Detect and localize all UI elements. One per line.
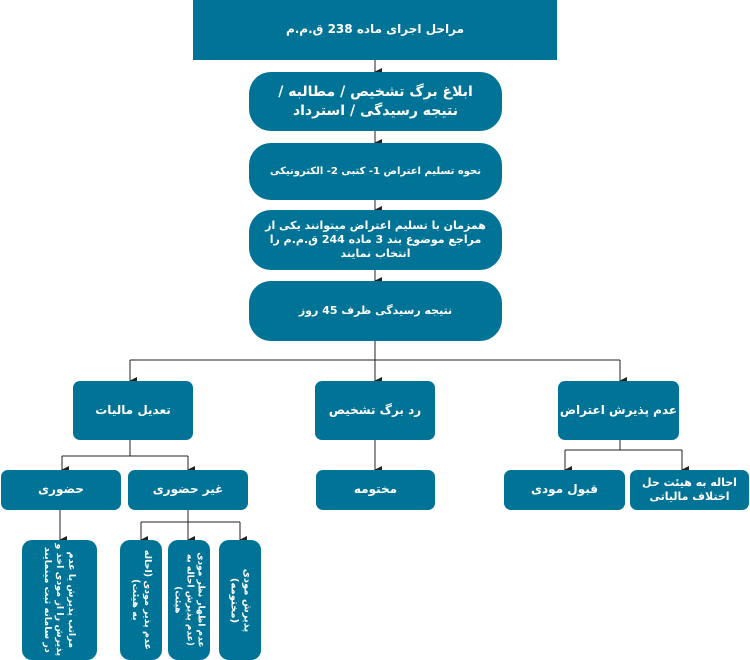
node-closed-text: مختومه <box>353 482 398 497</box>
title-text: مراحل اجرای ماده 238 ق.م.م <box>285 22 465 37</box>
step-review-result-text: نتیجه رسیدگی ظرف 45 روز <box>298 303 453 317</box>
node-not-in-person-text: غیر حضوری <box>152 482 224 497</box>
node-refer-to-board-text: احاله به هیئت حل اختلاف مالیاتی <box>642 475 737 503</box>
branch-tax-adjustment-text: تعدیل مالیات <box>95 402 171 417</box>
step-review-result: نتیجه رسیدگی ظرف 45 روز <box>249 281 502 341</box>
note-taxpayer-rejects-text: عدم پذیر مودی (احاله به هیئت) <box>129 550 153 650</box>
note-line: پذیرش را از مودی اخذ و <box>54 543 66 657</box>
step-objection-method-text: نحوه تسلیم اعتراض 1- کتبی 2- الکترونیکی <box>269 166 482 177</box>
step-select-authority-text: همزمان با تسلیم اعتراض میتوانند یکی از م… <box>265 218 486 261</box>
note-line: در سامانه ثبت مینمایند <box>42 547 54 653</box>
node-not-in-person: غیر حضوری <box>128 470 248 510</box>
note-in-person-register: مراتب پذیرش یا عدم پذیرش را از مودی اخذ … <box>22 540 97 660</box>
node-in-person-text: حضوری <box>38 482 84 497</box>
note-line: هیئت) <box>173 586 184 614</box>
node-closed: مختومه <box>316 470 435 510</box>
note-line: پذیرش مودی <box>241 568 253 632</box>
note-line: عدم پذیر مودی (احاله <box>141 549 153 651</box>
note-line: (عدم پذیرش احاله به <box>184 553 195 647</box>
branch-objection-not-accepted: عدم پذیرش اعتراض <box>558 381 679 440</box>
note-line: (مختومه) <box>228 577 240 623</box>
title-box: مراحل اجرای ماده 238 ق.م.م <box>193 0 557 60</box>
step-notification-text: ابلاغ برگ تشخیص / مطالبه / نتیجه رسیدگی … <box>278 84 473 119</box>
branch-tax-adjustment: تعدیل مالیات <box>73 381 193 440</box>
note-taxpayer-accepts-closed-text: پذیرش مودی (مختومه) <box>227 568 253 632</box>
node-refer-to-board: احاله به هیئت حل اختلاف مالیاتی <box>630 470 749 510</box>
note-line: مراتب پذیرش یا عدم <box>66 551 78 649</box>
step-notification: ابلاغ برگ تشخیص / مطالبه / نتیجه رسیدگی … <box>249 72 502 131</box>
branch-reject-assessment: رد برگ تشخیص <box>315 381 435 440</box>
note-in-person-register-text: مراتب پذیرش یا عدم پذیرش را از مودی اخذ … <box>42 544 78 657</box>
node-taxpayer-accepts: قبول مودی <box>504 470 625 510</box>
note-line: عدم اظهار نظر مودی <box>195 552 206 648</box>
node-in-person: حضوری <box>1 470 121 510</box>
note-taxpayer-rejects: عدم پذیر مودی (احاله به هیئت) <box>120 540 162 660</box>
branch-objection-not-accepted-text: عدم پذیرش اعتراض <box>559 402 678 417</box>
step-select-authority: همزمان با تسلیم اعتراض میتوانند یکی از م… <box>249 210 502 270</box>
note-line: به هیئت) <box>130 579 141 621</box>
note-no-opinion: عدم اظهار نظر مودی (عدم پذیرش احاله به ه… <box>168 540 210 660</box>
node-taxpayer-accepts-text: قبول مودی <box>531 482 598 497</box>
step-objection-method: نحوه تسلیم اعتراض 1- کتبی 2- الکترونیکی <box>249 143 502 200</box>
note-taxpayer-accepts-closed: پذیرش مودی (مختومه) <box>219 540 261 660</box>
branch-reject-assessment-text: رد برگ تشخیص <box>328 402 422 417</box>
note-no-opinion-text: عدم اظهار نظر مودی (عدم پذیرش احاله به ه… <box>172 552 206 647</box>
